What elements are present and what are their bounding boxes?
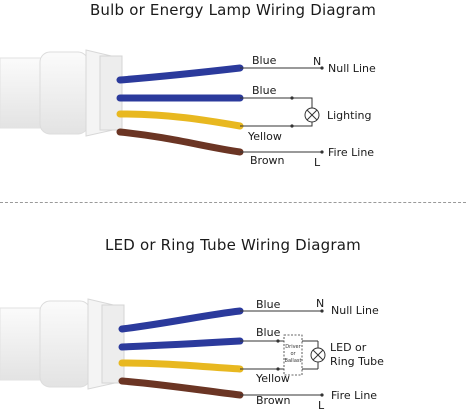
wire-label-blue-2: Blue	[252, 84, 277, 97]
section-divider	[0, 202, 466, 203]
null-line-label: Null Line	[331, 304, 379, 317]
led-wiring-diagram: Driver or Ballast Blue Blue Yellow Brown…	[0, 297, 384, 412]
wire-label-blue-1: Blue	[256, 298, 281, 311]
blue-wire-1	[116, 64, 244, 84]
yellow-wire	[116, 110, 244, 130]
driver-ballast-box	[283, 334, 303, 376]
led-diagram-title: LED or Ring Tube Wiring Diagram	[105, 236, 361, 254]
wire-label-brown: Brown	[250, 154, 285, 167]
load-label-line1: LED or	[330, 341, 367, 354]
driver-label-line2: or	[290, 351, 296, 357]
driver-label-line3: Ballast	[285, 358, 302, 364]
terminal-l: L	[318, 399, 325, 412]
connector-housing	[0, 298, 125, 390]
yellow-wire	[118, 359, 244, 373]
driver-label-line1: Driver	[285, 344, 301, 350]
wire-label-brown: Brown	[256, 394, 291, 407]
null-line-label: Null Line	[328, 62, 376, 75]
terminal-n: N	[313, 55, 321, 68]
fire-line-label: Fire Line	[331, 389, 377, 402]
led-lamp-icon	[310, 347, 326, 363]
blue-wire-1	[118, 307, 244, 333]
wire-label-yellow: Yellow	[247, 130, 282, 143]
load-label: Lighting	[327, 109, 371, 122]
fire-line-label: Fire Line	[328, 146, 374, 159]
wire-label-blue-1: Blue	[252, 54, 277, 67]
bulb-diagram-title: Bulb or Energy Lamp Wiring Diagram	[89, 1, 377, 19]
load-label-line2: Ring Tube	[330, 355, 384, 368]
bulb-wiring-diagram: Blue Blue Yellow Brown N L Null Line Fir…	[0, 49, 376, 169]
brown-wire	[116, 128, 244, 156]
terminal-l: L	[314, 156, 321, 169]
brown-wire	[118, 377, 244, 399]
lamp-icon	[304, 107, 320, 123]
connector-housing	[0, 49, 123, 137]
terminal-n: N	[316, 297, 324, 310]
wire-label-blue-2: Blue	[256, 326, 281, 339]
blue-wire-2	[118, 337, 244, 351]
wire-label-yellow: Yellow	[255, 372, 290, 385]
